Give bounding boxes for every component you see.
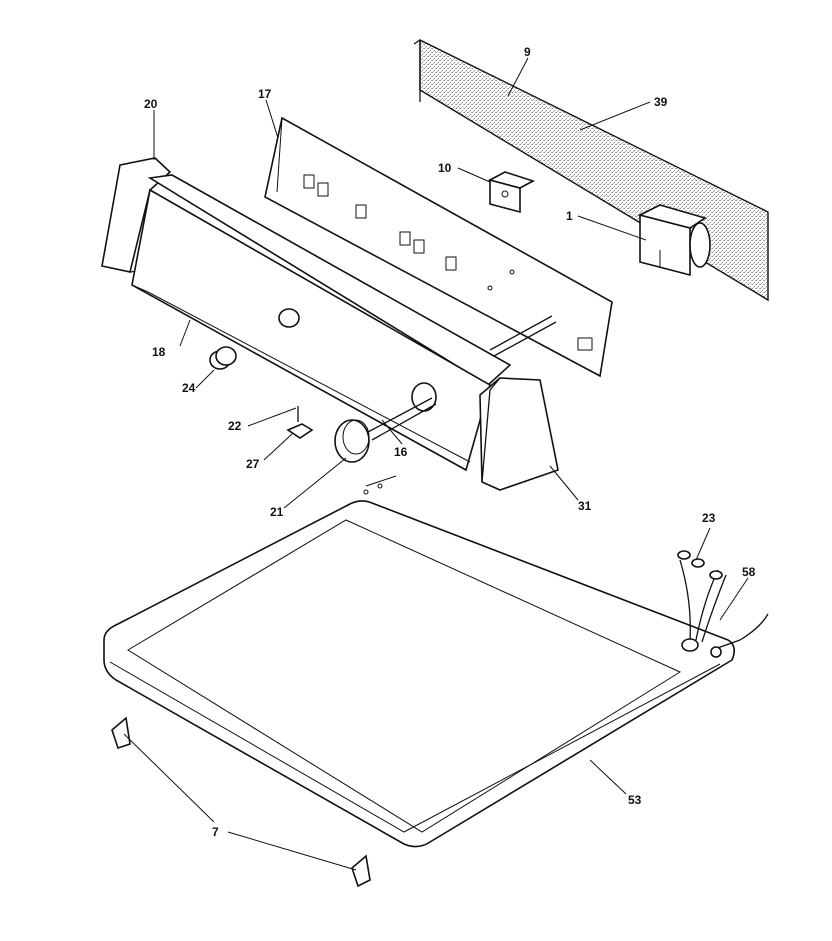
callout-7: 7 [212, 825, 219, 839]
callout-20: 20 [144, 97, 158, 111]
callout-9: 9 [524, 45, 531, 59]
callout-53: 53 [628, 793, 642, 807]
backsplash-part-18 [131, 174, 512, 472]
leader-lines [123, 57, 749, 871]
callout-1: 1 [566, 209, 573, 223]
callout-labels: 9 39 17 20 10 1 18 24 22 27 16 21 31 23 … [144, 45, 756, 839]
knob-part-21 [334, 419, 370, 463]
callout-27: 27 [246, 457, 260, 471]
lens-part-24 [209, 346, 237, 370]
top-cover-part-53 [103, 475, 736, 848]
callout-23: 23 [702, 511, 716, 525]
callout-39: 39 [654, 95, 668, 109]
switch-part-1 [637, 204, 711, 277]
callout-22: 22 [228, 419, 242, 433]
callout-17: 17 [258, 87, 272, 101]
shaft-part-16 [367, 315, 557, 441]
callout-16: 16 [394, 445, 408, 459]
callout-18: 18 [152, 345, 166, 359]
callout-58: 58 [742, 565, 756, 579]
wire-harness-part-23 [677, 550, 769, 658]
callout-31: 31 [578, 499, 592, 513]
callout-10: 10 [438, 161, 452, 175]
selector-switch-part-10 [487, 171, 536, 214]
callout-21: 21 [270, 505, 284, 519]
right-end-cap-part-31 [479, 377, 559, 491]
clips-part-7 [111, 716, 371, 888]
callout-24: 24 [182, 381, 196, 395]
control-board-part-17 [264, 116, 613, 378]
bracket-part-27 [286, 406, 314, 439]
